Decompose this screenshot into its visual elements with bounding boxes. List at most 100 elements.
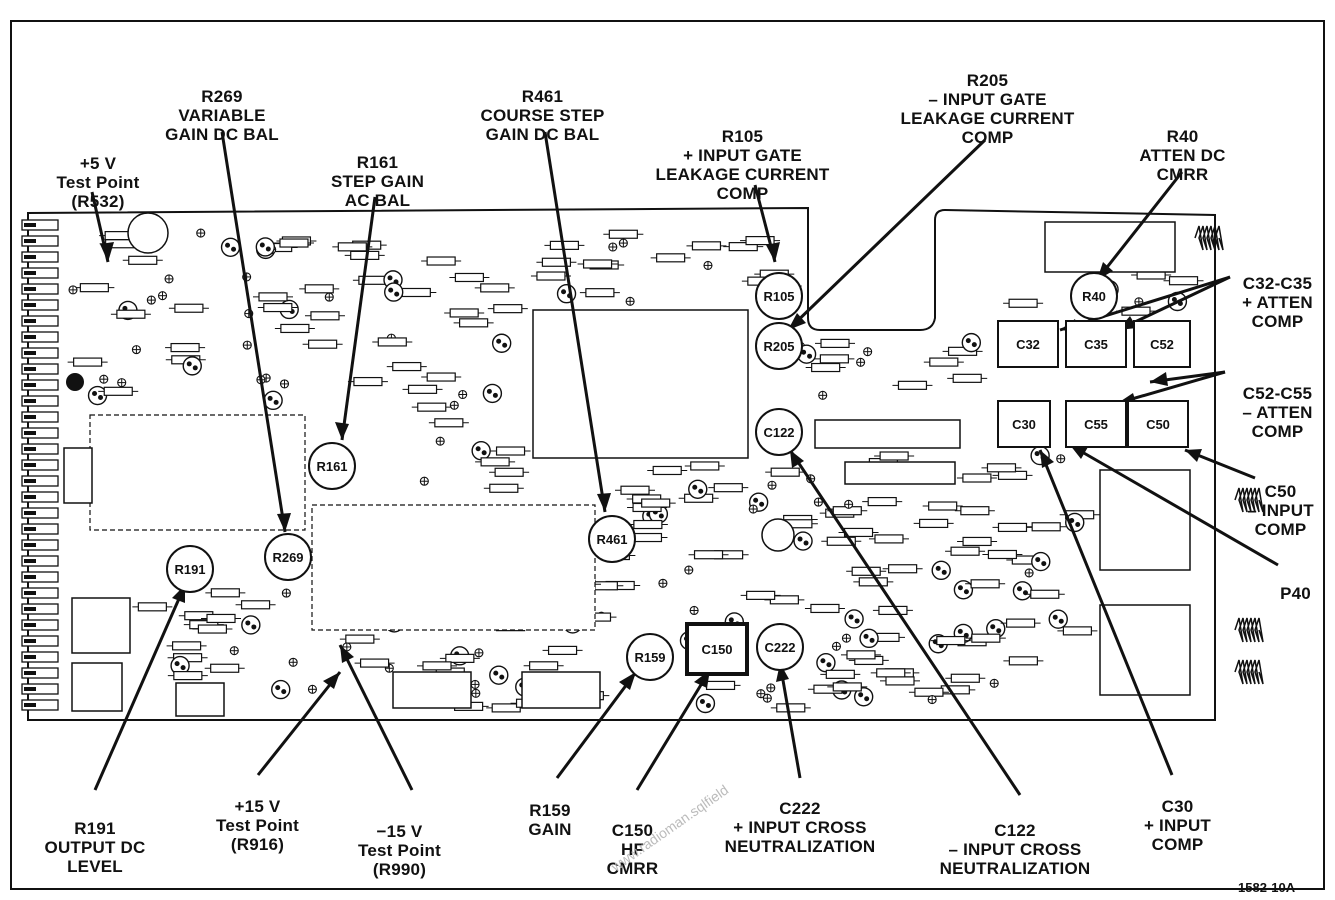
resistor: [103, 386, 133, 396]
resistor: [952, 373, 982, 383]
transistor: [491, 333, 512, 353]
connector-finger: [21, 379, 59, 391]
marker-r269: R269: [264, 533, 312, 581]
transistor-lead: [98, 395, 104, 401]
board-outline: [27, 206, 1216, 721]
resistor: [197, 624, 228, 634]
transistor-lead: [180, 665, 186, 671]
transistor: [255, 237, 276, 257]
resistor: [936, 635, 966, 646]
ic-block: [63, 447, 93, 504]
transistor-lead: [259, 242, 265, 248]
resistor: [929, 357, 959, 367]
transistor-lead: [705, 703, 711, 709]
connector-pad: [24, 303, 36, 307]
resistor: [401, 287, 431, 298]
resistor: [770, 467, 800, 477]
resistor: [690, 461, 720, 471]
resistor: [137, 602, 167, 612]
transistor: [931, 560, 951, 581]
transistor-lead: [1075, 521, 1081, 527]
resistor: [1008, 298, 1038, 308]
transistor-lead: [387, 275, 393, 281]
marker-c52: C52: [1133, 320, 1191, 368]
transistor-lead: [698, 488, 704, 494]
resistor: [888, 564, 918, 574]
transistor-lead: [492, 392, 498, 398]
marker-r461: R461: [588, 515, 636, 563]
transistor-lead: [231, 246, 237, 252]
resistor: [582, 259, 613, 269]
spring-contact: [1234, 659, 1264, 685]
transistor-lead: [174, 661, 180, 667]
resistor: [919, 518, 949, 529]
transistor-lead: [971, 342, 977, 348]
resistor: [308, 339, 338, 349]
connector-finger: [21, 443, 59, 455]
connector-pad: [24, 383, 36, 387]
resistor: [536, 271, 566, 281]
connector-finger: [21, 283, 59, 295]
callout-p40: P40: [1280, 584, 1311, 603]
transistor-lead: [394, 291, 400, 297]
connector-finger: [21, 699, 59, 711]
transistor: [241, 615, 261, 635]
resistor: [641, 498, 671, 508]
connector-pad: [24, 239, 36, 243]
resistor: [426, 256, 456, 266]
resistor: [947, 346, 978, 356]
resistor: [445, 653, 475, 663]
connector-finger: [21, 587, 59, 599]
ic-block: [392, 671, 472, 709]
transistor: [489, 665, 509, 685]
transistor-lead: [1035, 557, 1041, 563]
connector-pad: [24, 495, 36, 499]
resistor: [304, 284, 334, 294]
transistor-lead: [192, 365, 198, 371]
resistor: [585, 288, 615, 298]
transistor-lead: [245, 620, 251, 626]
resistor: [693, 550, 724, 560]
resistor: [426, 372, 456, 382]
connector-finger: [21, 411, 59, 423]
transistor: [1012, 581, 1033, 601]
resistor: [986, 463, 1017, 473]
transistor: [953, 580, 974, 600]
resistor: [705, 680, 736, 691]
connector-finger: [21, 571, 59, 583]
connector-finger: [21, 299, 59, 311]
transistor: [695, 693, 716, 714]
connector-finger: [21, 395, 59, 407]
connector-pad: [24, 415, 36, 419]
connector-finger: [21, 603, 59, 615]
connector-pad: [24, 575, 36, 579]
resistor: [633, 519, 663, 530]
transistor-lead: [186, 361, 192, 367]
resistor: [997, 522, 1028, 533]
connector-pad: [24, 447, 36, 451]
edge-connector: [21, 219, 59, 711]
resistor: [987, 549, 1018, 560]
transistor-lead: [1034, 451, 1040, 457]
transistor-lead: [797, 536, 803, 542]
resistor: [810, 603, 840, 614]
resistor: [846, 650, 876, 660]
connector-pad: [24, 431, 36, 435]
transistor-lead: [848, 614, 854, 620]
connector-finger: [21, 539, 59, 551]
relay-block: [1099, 604, 1191, 696]
resistor: [1030, 589, 1060, 599]
ic-block: [532, 309, 749, 459]
marker-c55: C55: [1065, 400, 1127, 448]
resistor: [652, 465, 682, 476]
resistor: [529, 661, 559, 671]
ic-block: [175, 682, 225, 717]
transistor-lead: [854, 618, 860, 624]
